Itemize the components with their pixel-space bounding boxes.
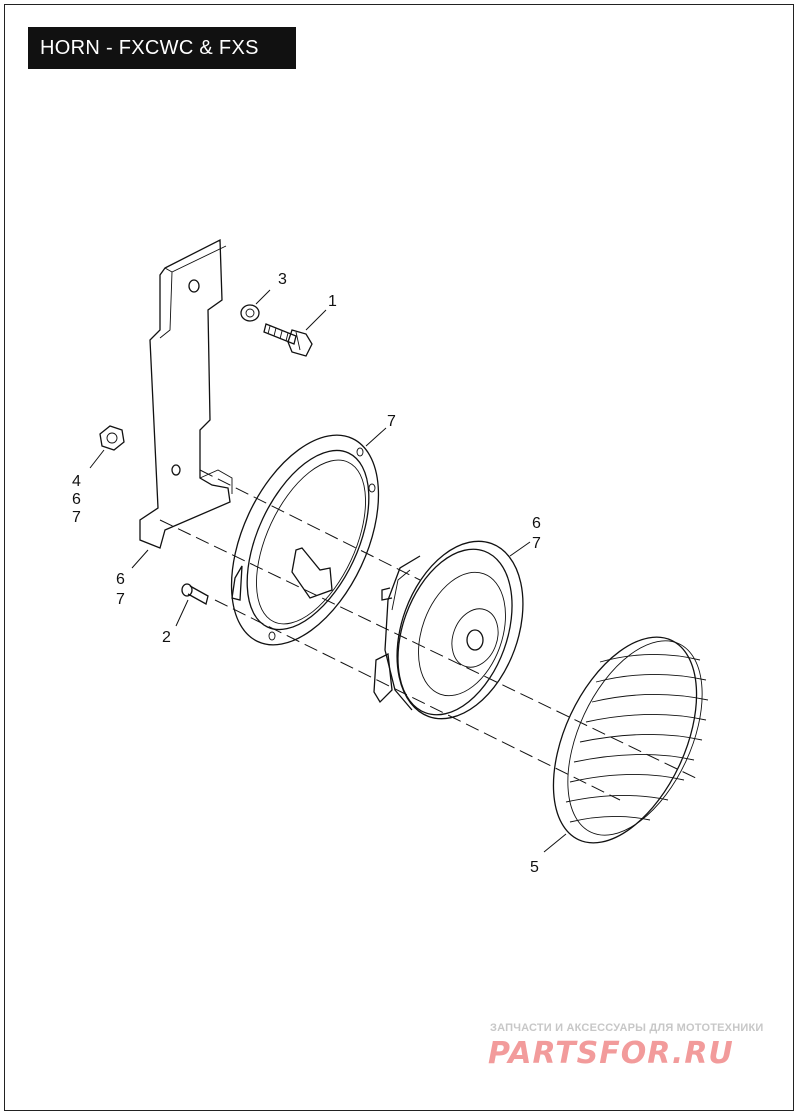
watermark-logo: PARTSFOR.RU [488,1036,734,1071]
callouts: 3 1 4 6 7 6 7 2 7 6 7 5 [72,271,541,876]
callout-4-7: 7 [72,509,81,526]
horn-body [373,540,524,720]
assembly-lines [159,469,701,801]
page-title: HORN - FXCWC & FXS [28,27,296,69]
nut [99,425,125,451]
leader-lines [89,289,567,853]
callout-bracket-7: 7 [116,591,125,608]
mounting-bracket [139,238,233,549]
page-border [4,4,794,1111]
watermark-tagline: ЗАПЧАСТИ И АКСЕССУАРЫ ДЛЯ МОТОТЕХНИКИ [490,1022,764,1034]
callout-3: 3 [278,271,287,288]
callout-5: 5 [530,859,539,876]
callout-horn-6: 6 [532,515,541,532]
bolt [263,323,313,357]
horn-mounting-ring [230,434,380,646]
washer [240,304,260,322]
callout-bracket-6: 6 [116,571,125,588]
callout-ring-7: 7 [387,413,396,430]
callout-horn-7: 7 [532,535,541,552]
callout-4-6: 6 [72,491,81,508]
callout-4: 4 [72,473,81,490]
callout-1: 1 [328,293,337,310]
screw [181,583,209,605]
horn-cover [552,636,709,844]
callout-2: 2 [162,629,171,646]
